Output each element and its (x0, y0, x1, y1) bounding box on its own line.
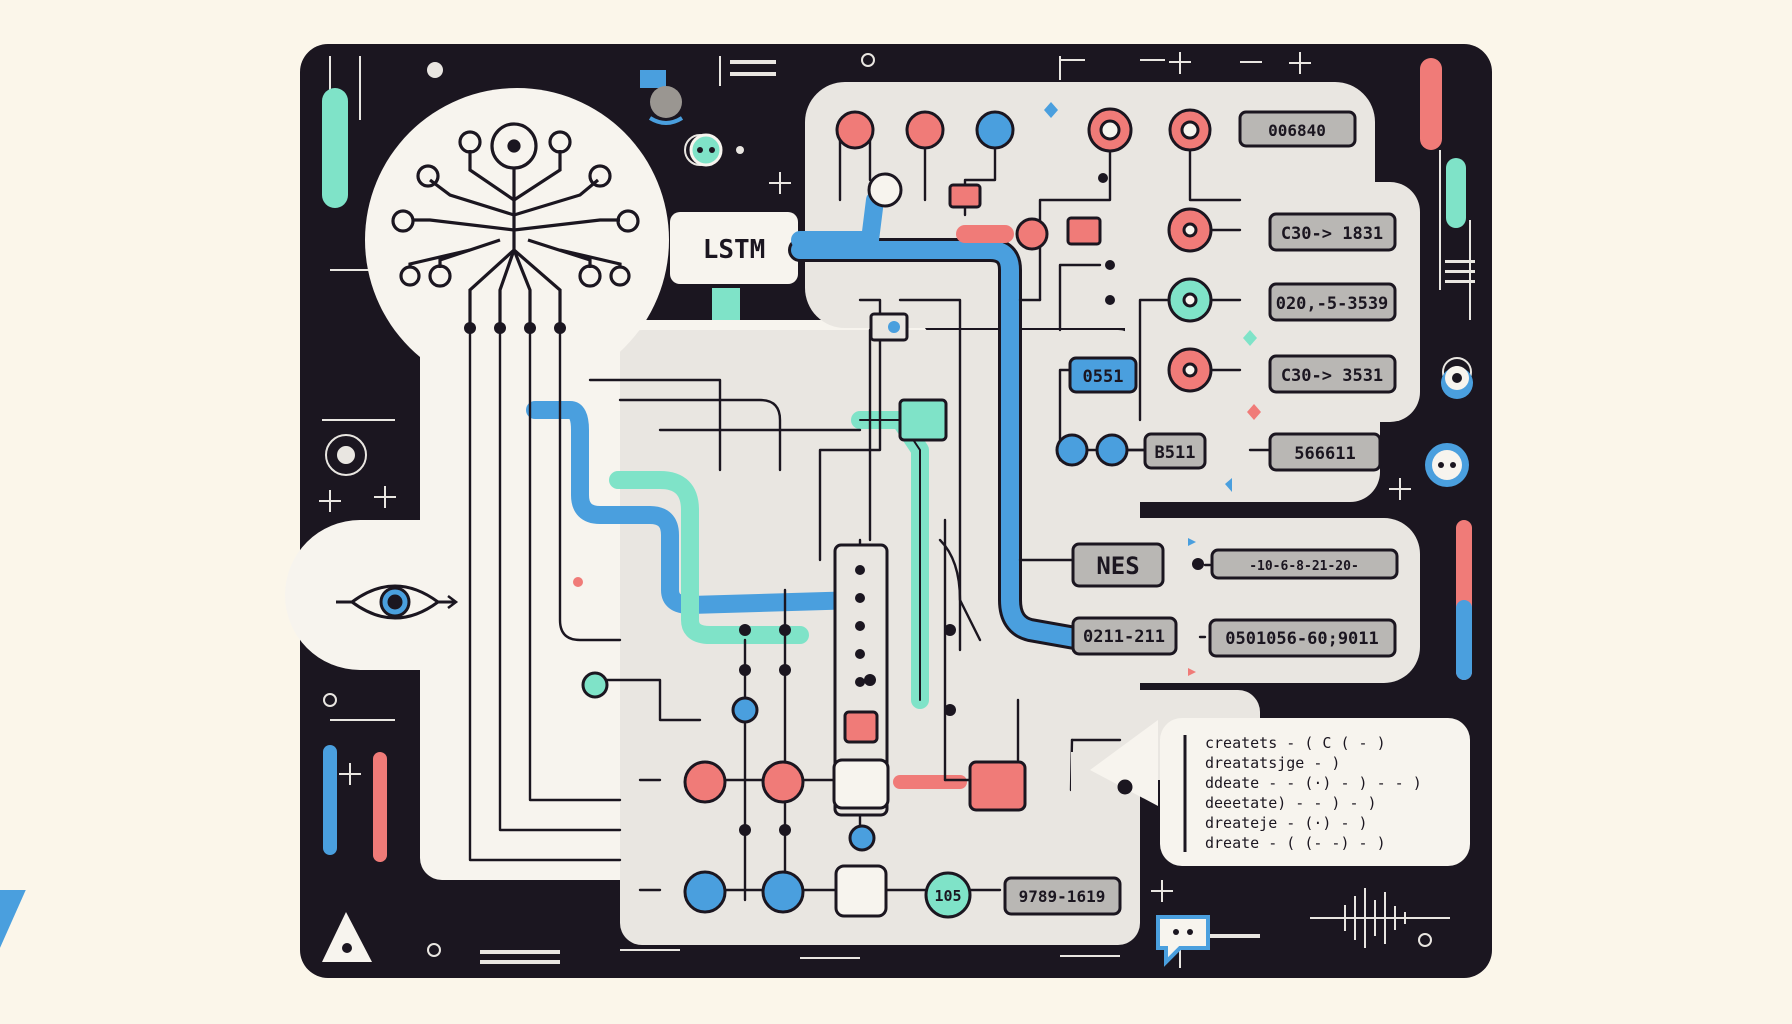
node (1095, 433, 1129, 467)
label-top: 006840 (1268, 121, 1326, 140)
accent-shapes (573, 102, 1473, 676)
crosshair-icon (1055, 752, 1089, 838)
gate-box (898, 398, 948, 442)
label-texts: 006840 C30-> 1831 020,-5-3539 C30-> 3531… (934, 121, 1388, 906)
label-node-105: 105 (934, 887, 961, 905)
eye-icon (336, 584, 459, 620)
node (761, 760, 805, 804)
code-line-3: ddeate - - (·) - ) - - ) (1205, 774, 1422, 792)
node (683, 870, 727, 914)
lstm-tag: LSTM (703, 235, 766, 265)
neural-tree-icon (365, 88, 669, 392)
target-icon (1425, 443, 1469, 487)
label-boxes (1003, 110, 1399, 916)
node (867, 172, 903, 208)
lstm-tag-box (670, 212, 798, 284)
label-r3: C30-> 3531 (1281, 366, 1383, 386)
label-bottom-code: 9789-1619 (1019, 887, 1106, 906)
gate-box (843, 710, 879, 744)
panel-colored-bars (0, 58, 1472, 950)
node (848, 824, 876, 852)
gate-box (1066, 216, 1102, 246)
code-line-2: dreatatsjge - ) (1205, 754, 1340, 772)
code-line-5: dreateje - (·) - ) (1205, 814, 1368, 832)
node (975, 110, 1015, 150)
small-eye-bot-icon (648, 86, 723, 167)
gate-box (948, 183, 982, 209)
node (1015, 217, 1049, 251)
node (924, 871, 972, 919)
gate-box (832, 758, 890, 810)
label-r1: C30-> 1831 (1281, 224, 1383, 244)
label-r2: 020,-5-3539 (1276, 294, 1389, 314)
gate-box (834, 864, 888, 918)
node (1055, 433, 1089, 467)
node (761, 870, 805, 914)
node (731, 696, 759, 724)
node (905, 110, 945, 150)
waveform-icon (1310, 888, 1450, 948)
gate-box (968, 760, 1027, 812)
label-right-code: 0501056-60;9011 (1225, 629, 1379, 649)
warning-triangle-icon (322, 912, 372, 962)
node (581, 671, 609, 699)
node (683, 760, 727, 804)
label-left-code: 0211-211 (1083, 627, 1165, 647)
label-r4: 566611 (1294, 444, 1355, 464)
label-seq: -10-6-8-21-20- (1249, 559, 1359, 574)
label-small-tag: B511 (1155, 443, 1196, 463)
node (835, 110, 875, 150)
code-line-4: deeetate) - - ) - ) (1205, 794, 1377, 812)
code-panel: createts - ( C ( - ) dreatatsjge - ) dde… (1090, 718, 1470, 866)
code-line-6: dreate - ( (- -) - ) (1205, 834, 1386, 852)
chat-bubble-icon (1156, 915, 1210, 967)
label-nes: NES (1096, 552, 1139, 580)
label-blue-tag: 0551 (1083, 367, 1124, 387)
node-dots (739, 173, 1204, 836)
code-line-1: createts - ( C ( - ) (1205, 734, 1386, 752)
